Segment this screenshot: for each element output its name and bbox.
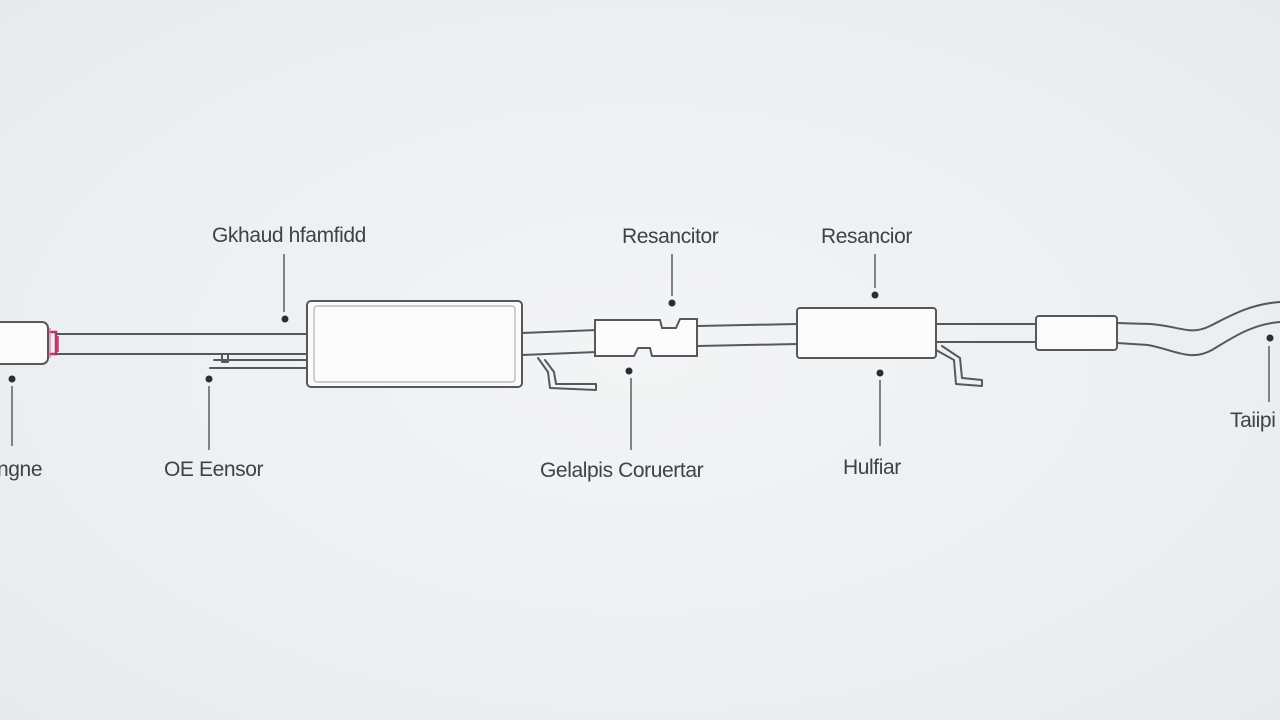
muffler-shape bbox=[796, 307, 983, 387]
engine-outlet bbox=[0, 321, 58, 365]
front-pipe bbox=[55, 333, 309, 355]
exhaust-manifold-shape bbox=[306, 300, 523, 388]
tailpipe-leader bbox=[1266, 334, 1274, 402]
catalytic-converter-leader bbox=[625, 367, 633, 450]
resonator-2-label: Resancior bbox=[821, 225, 912, 248]
catalytic-converter-shape bbox=[594, 318, 698, 357]
exhaust-manifold-label: Gkhaud hfamfidd bbox=[212, 224, 366, 247]
catalytic-converter-label: Gelalpis Coruertar bbox=[540, 459, 704, 482]
engine-leader bbox=[8, 375, 16, 446]
tailpipe-label: Taiipi bbox=[1230, 409, 1276, 432]
mid-pipe-2 bbox=[696, 323, 798, 347]
resonator-1-label: Resancitor bbox=[622, 225, 719, 248]
resonator-2-leader bbox=[871, 254, 879, 299]
muffler-leader bbox=[876, 369, 884, 446]
mid-pipe-1 bbox=[521, 329, 598, 391]
o2-sensor-leader bbox=[205, 375, 213, 450]
o2-sensor-shape bbox=[209, 353, 309, 369]
resonator-1-leader bbox=[668, 254, 676, 307]
engine-label: ngne bbox=[0, 458, 43, 481]
rear-pipe bbox=[935, 301, 1280, 357]
muffler-label: Hulfiar bbox=[843, 456, 901, 479]
o2-sensor-label: OE Eensor bbox=[164, 458, 264, 481]
exhaust-manifold-leader bbox=[281, 254, 289, 323]
